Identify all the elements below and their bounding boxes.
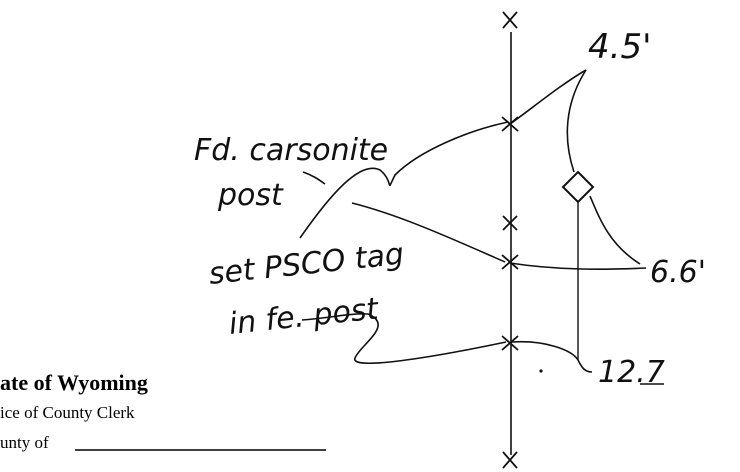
found-post-label-line2: post bbox=[217, 178, 284, 213]
leader-set-tag bbox=[301, 313, 507, 365]
top-measure-label: 4.5' bbox=[588, 27, 651, 67]
x-marker bbox=[501, 254, 519, 270]
found-post-label-line1: Fd. carsonite bbox=[194, 133, 388, 168]
right-measure-label: 6.6' bbox=[650, 255, 706, 290]
x-marker bbox=[502, 11, 518, 29]
leader-carsonite-to-x bbox=[351, 202, 506, 263]
form-stamp-office: ice of County Clerk bbox=[0, 403, 135, 422]
x-marker bbox=[502, 215, 518, 231]
diamond-monument-icon bbox=[561, 170, 595, 204]
stray-dot bbox=[539, 369, 543, 373]
set-tag-label-line2: in fe. post bbox=[227, 291, 381, 342]
form-stamp-county-label: unty of bbox=[0, 433, 49, 452]
tie-line-right-measure bbox=[509, 262, 647, 270]
leader-upper-loop bbox=[509, 69, 587, 125]
leader-bottom-measure bbox=[511, 340, 593, 373]
leader-top-measure bbox=[566, 69, 587, 173]
set-tag-label-line1: set PSCO tag bbox=[207, 237, 405, 292]
x-marker bbox=[501, 335, 519, 351]
leader-found-post bbox=[299, 121, 509, 239]
leader-found-post-dash bbox=[302, 171, 326, 185]
x-marker bbox=[502, 451, 518, 469]
form-stamp-title: ate of Wyoming bbox=[0, 370, 148, 395]
leader-diamond-right bbox=[589, 195, 641, 265]
